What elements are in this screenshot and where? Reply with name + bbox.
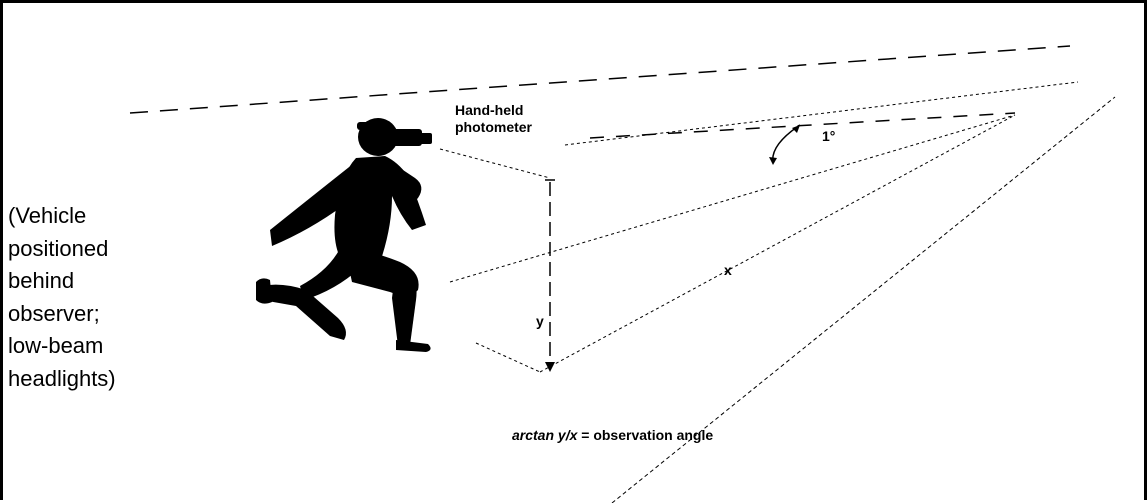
note-line: positioned xyxy=(8,235,109,261)
photometer-drop-line xyxy=(439,148,551,179)
note-line: headlights) xyxy=(8,365,116,391)
angle-arrow-top xyxy=(792,125,800,133)
x-distance-line xyxy=(539,114,1016,373)
upper-dashed-line xyxy=(129,45,1071,114)
angle-label: 1° xyxy=(822,128,836,144)
vehicle-position-note: (Vehicle positioned behind observer; low… xyxy=(8,200,116,395)
note-line: low-beam xyxy=(8,333,104,358)
photometer-label-line2: photometer xyxy=(455,119,532,135)
photometer-label-line1: Hand-held xyxy=(455,102,524,118)
formula-arctan: arctan y/x xyxy=(512,427,578,443)
note-line: observer; xyxy=(8,300,100,326)
formula-rest: = observation angle xyxy=(577,427,714,443)
converging-line-mid xyxy=(449,114,1016,283)
angle-arrow-bottom xyxy=(769,157,777,165)
photometer-aim-line xyxy=(589,112,1016,139)
note-line: (Vehicle xyxy=(8,203,87,228)
note-line: behind xyxy=(8,268,75,293)
ground-line xyxy=(475,342,541,373)
observation-angle-formula: arctan y/x = observation angle xyxy=(512,427,713,443)
kneeling-photographer-icon xyxy=(256,118,432,352)
x-label: x xyxy=(724,262,732,278)
y-label: y xyxy=(536,313,544,329)
road-edge-line xyxy=(611,96,1116,503)
converging-line-upper xyxy=(564,81,1079,146)
y-arrow-head xyxy=(545,362,555,372)
